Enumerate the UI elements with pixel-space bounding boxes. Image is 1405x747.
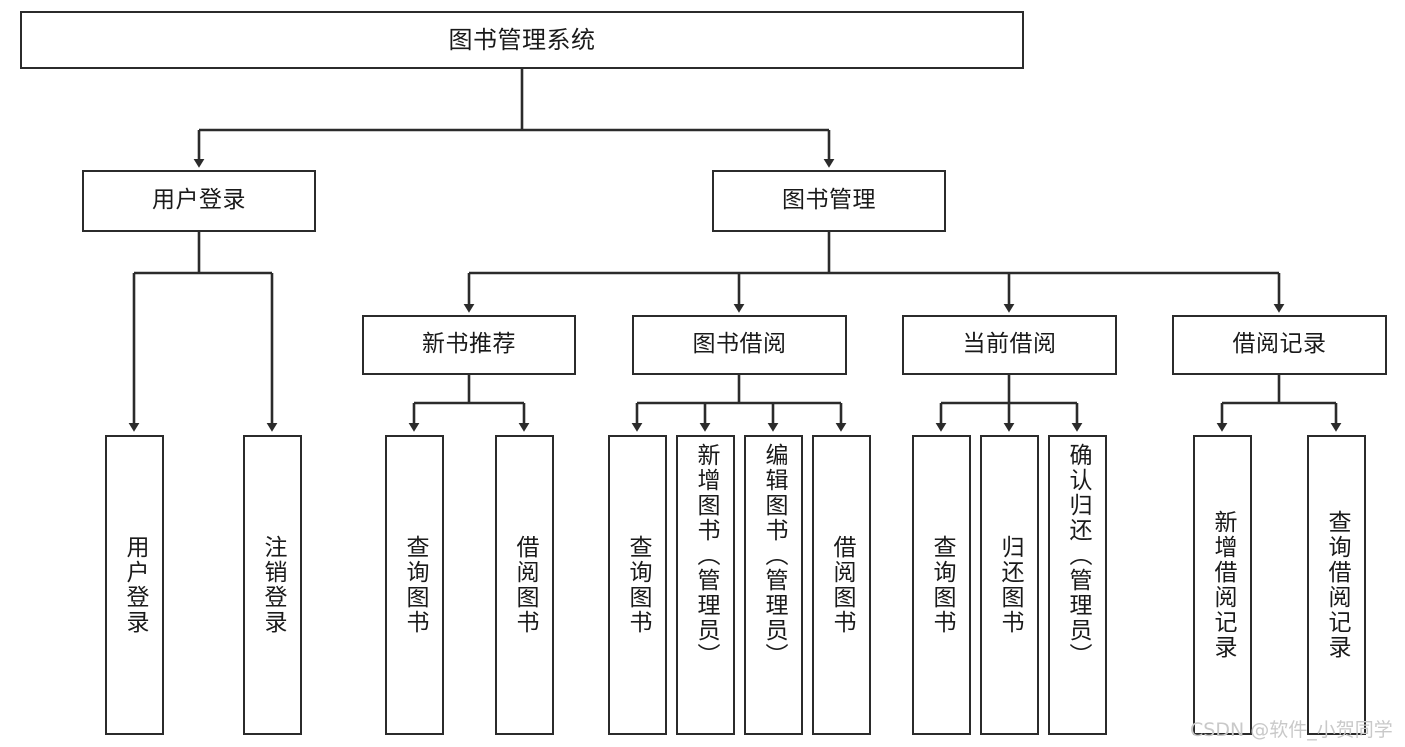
- node-label: 用户登录: [122, 535, 148, 635]
- node-leaf-query-book-2[interactable]: 查询图书: [608, 435, 667, 735]
- node-book-management[interactable]: 图书管理: [712, 170, 946, 232]
- node-leaf-return-book[interactable]: 归还图书: [980, 435, 1039, 735]
- node-label: 图书借阅: [692, 331, 787, 358]
- node-borrow-record[interactable]: 借阅记录: [1172, 315, 1387, 375]
- node-label: 查询借阅记录: [1324, 510, 1350, 660]
- node-root-book-management-system[interactable]: 图书管理系统: [20, 11, 1024, 69]
- node-leaf-logout-login[interactable]: 注销登录: [243, 435, 302, 735]
- node-label: 借阅图书: [512, 535, 538, 635]
- node-leaf-user-login[interactable]: 用户登录: [105, 435, 164, 735]
- node-label: 新书推荐: [422, 331, 516, 358]
- node-label: 新增图书（管理员）: [693, 443, 719, 668]
- node-label: 编辑图书（管理员）: [761, 443, 787, 668]
- node-leaf-query-borrow-record[interactable]: 查询借阅记录: [1307, 435, 1366, 735]
- node-label: 查询图书: [625, 535, 651, 635]
- node-label: 注销登录: [260, 535, 286, 635]
- node-leaf-query-book-3[interactable]: 查询图书: [912, 435, 971, 735]
- node-label: 归还图书: [997, 535, 1023, 635]
- node-user-login[interactable]: 用户登录: [82, 170, 316, 232]
- node-label: 图书管理系统: [448, 25, 596, 54]
- node-label: 当前借阅: [962, 331, 1057, 358]
- node-leaf-borrow-book-2[interactable]: 借阅图书: [812, 435, 871, 735]
- node-label: 新增借阅记录: [1210, 510, 1236, 660]
- node-leaf-borrow-book-1[interactable]: 借阅图书: [495, 435, 554, 735]
- node-label: 查询图书: [402, 535, 428, 635]
- node-current-borrow[interactable]: 当前借阅: [902, 315, 1117, 375]
- node-leaf-add-book-admin[interactable]: 新增图书（管理员）: [676, 435, 735, 735]
- node-label: 借阅图书: [829, 535, 855, 635]
- node-new-book-recommend[interactable]: 新书推荐: [362, 315, 576, 375]
- node-label: 图书管理: [782, 187, 876, 214]
- node-book-borrow[interactable]: 图书借阅: [632, 315, 847, 375]
- node-leaf-add-borrow-record[interactable]: 新增借阅记录: [1193, 435, 1252, 735]
- node-label: 查询图书: [929, 535, 955, 635]
- node-label: 确认归还（管理员）: [1065, 443, 1091, 668]
- node-leaf-query-book-1[interactable]: 查询图书: [385, 435, 444, 735]
- node-label: 用户登录: [152, 187, 246, 214]
- node-leaf-confirm-return-admin[interactable]: 确认归还（管理员）: [1048, 435, 1107, 735]
- node-leaf-edit-book-admin[interactable]: 编辑图书（管理员）: [744, 435, 803, 735]
- node-label: 借阅记录: [1232, 331, 1327, 358]
